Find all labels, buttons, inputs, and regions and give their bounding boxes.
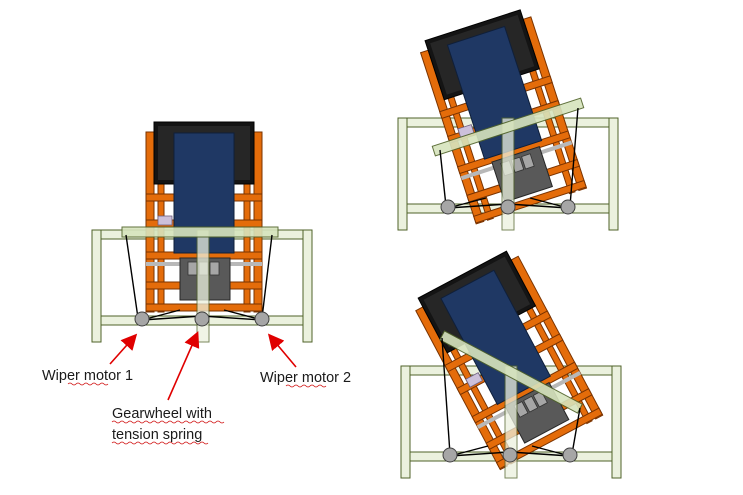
spellcheck-underline	[111, 420, 225, 424]
spellcheck-underline	[67, 382, 109, 386]
arrow-wiper-motor-1	[109, 333, 138, 365]
pivot-bar	[121, 226, 279, 238]
label-gearwheel-line1: Gearwheel with	[112, 406, 212, 422]
pulley-left	[442, 447, 458, 463]
pulley-right	[562, 447, 578, 463]
label-gearwheel-line2: tension spring	[112, 427, 202, 443]
annotations: Wiper motor 1 Wiper motor 2 Gearwheel wi…	[42, 331, 351, 445]
pulley-right	[560, 199, 576, 215]
arrow-wiper-motor-2	[267, 333, 297, 368]
view-tilted-2	[400, 246, 622, 479]
label-wiper-motor-2: Wiper motor 2	[260, 370, 351, 386]
spellcheck-underline	[285, 384, 327, 388]
gearwheel-pulley	[500, 199, 516, 215]
pulley-left	[440, 199, 456, 215]
view-tilted-1	[397, 6, 619, 231]
gearwheel-pulley	[194, 311, 210, 327]
spellcheck-underline	[111, 441, 209, 445]
gearwheel-pulley	[502, 447, 518, 463]
pulley-right	[254, 311, 270, 327]
pulley-left	[134, 311, 150, 327]
label-wiper-motor-1: Wiper motor 1	[42, 368, 133, 384]
arrow-gearwheel	[167, 331, 200, 401]
view-upright	[91, 121, 313, 343]
